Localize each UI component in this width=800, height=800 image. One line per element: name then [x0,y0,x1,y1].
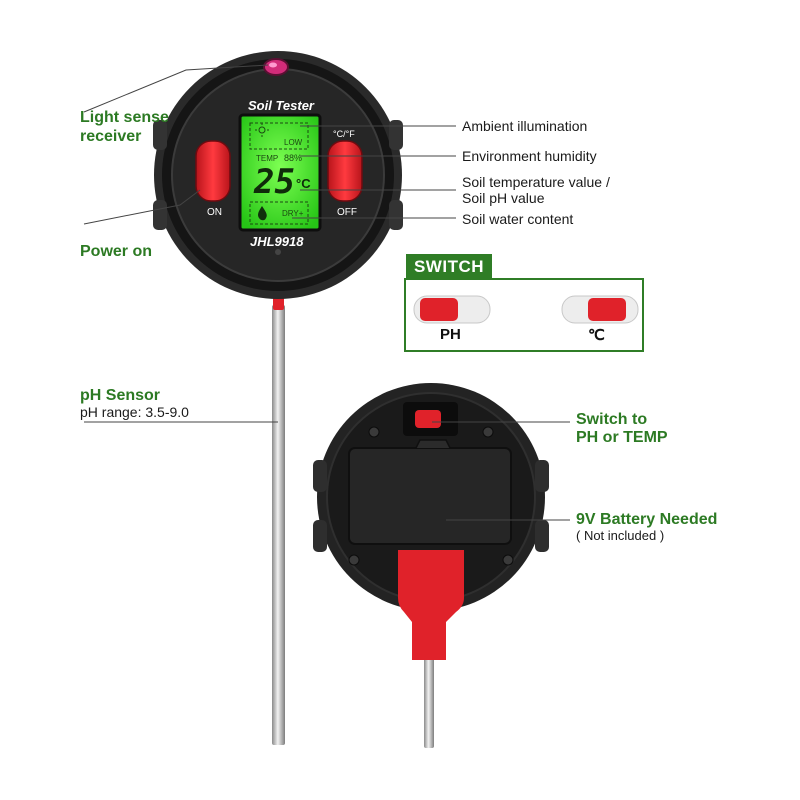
callout-lines [83,64,570,521]
lcd-temp-label: TEMP [256,154,279,163]
power-button [195,140,231,202]
battery-note: ( Not included ) [576,528,665,543]
sun-icon [255,123,269,137]
front-probe-rod [272,305,285,745]
battery-title: 9V Battery Needed [576,511,718,528]
off-label: OFF [337,207,357,218]
device-brand: Soil Tester [248,98,314,113]
switch-to-label-1: Switch to [576,411,648,428]
front-device [153,51,403,299]
lcd-light-level: LOW [284,138,303,147]
light-sensor-lens [263,58,289,76]
device-model: JHL9918 [250,234,304,249]
lcd-reading: 25 [254,162,295,202]
ph-sensor-title: pH Sensor [80,387,161,404]
switch-ph-label: PH [440,326,461,343]
lcd-moisture: DRY+ [282,209,304,218]
unit-off-button [327,140,363,202]
light-sense-label-1: Light sense [80,109,169,126]
ph-range: pH range: 3.5-9.0 [80,404,189,420]
switch-panel-box [404,278,644,352]
lcd-humidity: 88% [284,153,303,163]
back-device [313,383,549,660]
switch-c-label: ℃ [588,327,605,344]
power-on-label: Power on [80,243,153,260]
battery-cover [348,447,512,545]
switch-knob [415,410,441,428]
water-label: Soil water content [462,211,574,227]
lcd-reading-unit: °C [296,176,311,191]
switch-panel-title: SWITCH [406,254,492,280]
soil-temp-label-1: Soil temperature value / [462,174,610,190]
soil-temp-label-2: Soil pH value [462,190,545,206]
switch-to-label-2: PH or TEMP [576,429,668,446]
lcd-screen [238,113,322,232]
light-sense-label-2: receiver [80,128,142,145]
ambient-label: Ambient illumination [462,118,588,134]
humidity-label: Environment humidity [462,148,597,164]
unit-label: °C/°F [333,129,355,139]
on-label: ON [207,207,222,218]
water-drop-icon [258,206,267,221]
switch-panel-diagram [413,295,639,324]
